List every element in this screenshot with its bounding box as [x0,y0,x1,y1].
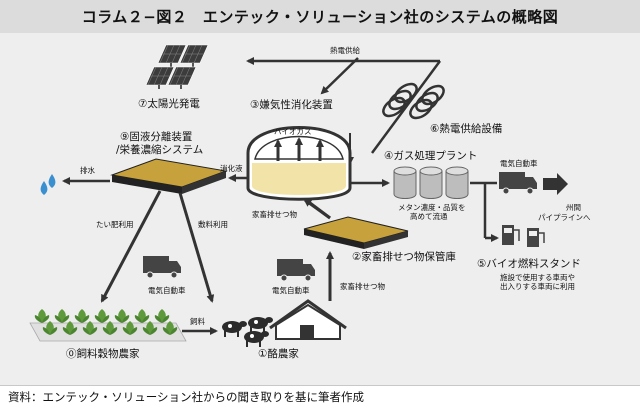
manure-storage [303,216,409,249]
label-pipeline-2: パイプラインへ [538,213,591,222]
label-digester: ③嫌気性消化装置 [250,98,333,111]
label-solar: ⑦太陽光発電 [138,97,200,110]
label-digestate: 消化液 [220,163,243,173]
label-manure-2: 家畜排せつ物 [340,281,385,291]
label-fuel-station: ⑤バイオ燃料スタンド [477,257,581,270]
title-bar: コラム２−図２ エンテック・ソリューション社のシステムの概略図 [0,0,640,34]
label-methane-2: 高めて流通 [410,211,448,221]
label-methane-1: メタン濃度・品質を [398,202,466,212]
water-drop-icon [40,174,56,195]
label-truck-left: 電気自動車 [148,285,186,295]
solar-panels [145,44,209,90]
label-heat-supply: ⑥熱電供給設備 [430,122,502,135]
solar-panel-icon [145,66,175,90]
label-pipeline-1: 州間 [566,203,581,212]
solar-panel-icon [157,44,187,68]
ev-truck-icon [498,171,538,195]
ev-truck-icon [142,255,182,279]
gas-plant-tanks [393,166,469,199]
feed-farm-field [29,309,187,342]
ev-truck-icon [276,258,316,282]
label-biogas: バイオガス [274,126,312,136]
label-manure-1: 家畜排せつ物 [252,209,297,219]
separator-outflows [100,190,215,303]
label-truck-mid: 電気自動車 [272,285,310,295]
fuel-pump-icons [502,225,545,247]
label-storage: ②家畜排せつ物保管庫 [352,250,456,263]
pipeline-arrow [543,173,568,195]
heat-supply-coils [382,82,445,120]
label-gas-plant: ④ガス処理プラント [384,149,477,162]
label-separator-2: /栄養濃縮システム [116,143,203,156]
label-truck-right: 電気自動車 [500,158,538,168]
heat-supply-flow [246,57,442,165]
label-separator-1: ⑨固液分離装置 [120,130,192,143]
flow-storage-to-digester-head [303,198,331,220]
figure-title: コラム２−図２ エンテック・ソリューション社のシステムの概略図 [81,8,559,26]
label-dairy: ①酪農家 [258,347,299,360]
digester-tank [246,126,352,201]
label-heat-power: 熱電供給 [330,45,360,55]
separator-lagoon [110,158,228,194]
label-feed-farm: ⓪飼料穀物農家 [66,347,140,360]
label-station-2: 出入りする車両に利用 [500,281,575,291]
cow-icons [222,317,273,347]
system-diagram: ⑦太陽光発電 熱電供給 ⑥熱電供給設備 ③嫌気性消化装置 [29,44,591,360]
dairy-barn [269,299,347,340]
label-station-1: 施設で使用する車両や [500,272,575,282]
source-note: 資料：エンテック・ソリューション社からの聞き取りを基に筆者作成 [8,390,365,404]
label-bedding: 敷料利用 [198,219,228,229]
gas-distribution-flow [470,181,499,242]
label-feed: 飼料 [190,316,205,326]
label-compost: たい肥利用 [96,219,134,229]
label-drainage: 排水 [80,165,95,175]
